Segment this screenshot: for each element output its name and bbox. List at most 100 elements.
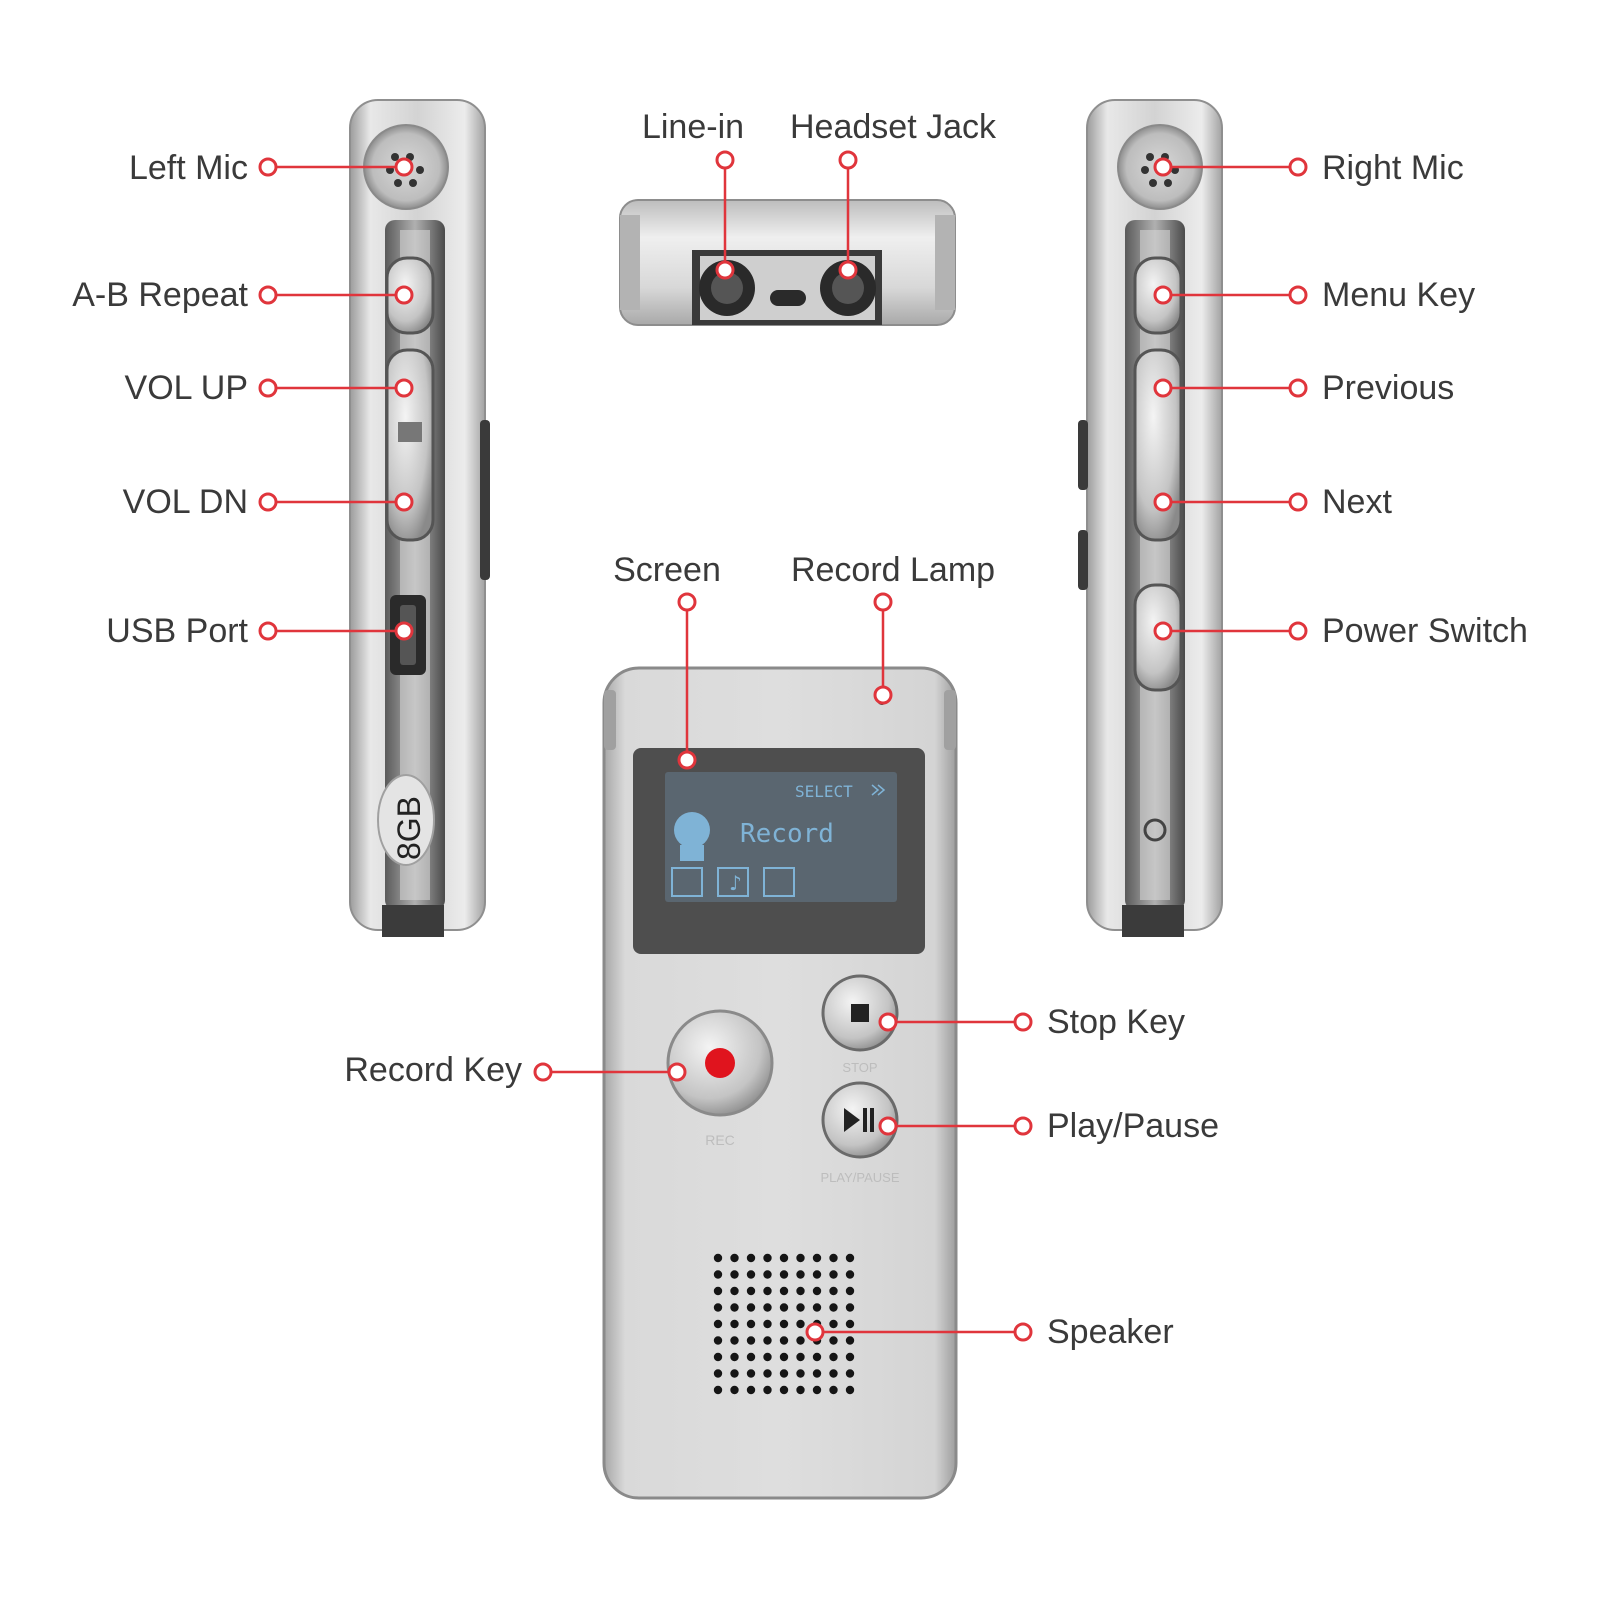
capacity-sticker — [377, 774, 435, 866]
speaker-hole — [812, 1369, 822, 1378]
callout-ring-previous — [1288, 378, 1308, 398]
callout-ring-vol-dn — [258, 492, 278, 512]
speaker-hole — [763, 1270, 772, 1279]
speaker-hole — [845, 1385, 855, 1395]
record-dot-icon — [705, 1048, 735, 1078]
label-record-key: Record Key — [344, 1051, 522, 1089]
callout-target-vol-up — [394, 378, 414, 398]
screen-arrows-icon — [871, 784, 886, 796]
speaker-hole — [796, 1352, 805, 1362]
speaker-hole — [779, 1352, 789, 1362]
screen-select-text: SELECT — [795, 782, 853, 801]
callout-target-headset-jack — [838, 260, 858, 280]
speaker-hole — [730, 1369, 739, 1378]
speaker-hole — [730, 1352, 739, 1362]
speaker-hole — [812, 1270, 822, 1279]
callout-ring-usb-port — [258, 621, 278, 641]
lcd-screen — [665, 772, 897, 902]
label-vol-dn: VOL DN — [122, 483, 248, 521]
callout-ring-speaker — [1013, 1322, 1033, 1342]
volume-rocker[interactable] — [385, 348, 435, 542]
speaker-hole — [779, 1369, 789, 1378]
speaker-hole — [763, 1336, 772, 1345]
callout-ring-play-pause — [1013, 1116, 1033, 1136]
speaker-hole — [746, 1303, 756, 1312]
speaker-hole — [746, 1369, 756, 1378]
label-right-mic: Right Mic — [1322, 149, 1464, 187]
speaker-hole — [796, 1253, 805, 1263]
speaker-hole — [779, 1319, 789, 1329]
callout-target-usb-port — [394, 621, 414, 641]
speaker-hole — [796, 1319, 805, 1329]
top-view — [619, 199, 956, 326]
callout-ring-stop-key — [1013, 1012, 1033, 1032]
screen-person-icon — [674, 812, 710, 861]
music-note-icon: ♪ — [729, 871, 742, 895]
speaker-hole — [796, 1336, 805, 1345]
speaker-hole — [796, 1286, 805, 1296]
stop-print-label: STOP — [842, 1060, 877, 1075]
speaker-hole — [746, 1319, 756, 1329]
callout-target-previous — [1153, 378, 1173, 398]
prev-next-rocker[interactable] — [1133, 348, 1183, 542]
screen-mode-text: Record — [740, 819, 834, 849]
label-speaker: Speaker — [1047, 1313, 1174, 1351]
callout-ring-next — [1288, 492, 1308, 512]
callout-target-speaker — [805, 1322, 825, 1342]
label-left-mic: Left Mic — [128, 149, 248, 187]
label-power-switch: Power Switch — [1322, 612, 1528, 650]
speaker-hole — [812, 1352, 822, 1362]
speaker-hole — [779, 1385, 789, 1395]
callout-ring-vol-up — [258, 378, 278, 398]
callout-ring-menu-key — [1288, 285, 1308, 305]
speaker-hole — [746, 1352, 756, 1362]
speaker-hole — [812, 1253, 822, 1263]
speaker-hole — [730, 1270, 739, 1279]
front-view: SELECT Record ♪ REC STOP PLAY/ — [602, 666, 958, 1500]
label-menu-key: Menu Key — [1322, 276, 1476, 314]
callout-ring-left-mic — [258, 157, 278, 177]
speaker-hole — [763, 1352, 772, 1362]
speaker-hole — [845, 1253, 855, 1263]
callout-ring-record-key — [533, 1062, 553, 1082]
speaker-hole — [713, 1303, 723, 1312]
label-play-pause: Play/Pause — [1047, 1107, 1219, 1145]
speaker-hole — [763, 1369, 772, 1378]
speaker-hole — [730, 1286, 739, 1296]
callout-ring-ab-repeat — [258, 285, 278, 305]
speaker-hole — [829, 1369, 838, 1378]
capacity-text: 8GB — [391, 796, 427, 860]
speaker-hole — [812, 1286, 822, 1296]
speaker-hole — [845, 1336, 855, 1345]
speaker-hole — [779, 1286, 789, 1296]
callout-target-right-mic — [1153, 157, 1173, 177]
label-stop-key: Stop Key — [1047, 1003, 1185, 1041]
speaker-hole — [829, 1319, 838, 1329]
speaker-hole — [763, 1319, 772, 1329]
stop-icon — [851, 1004, 869, 1022]
callout-ring-record-lamp — [873, 592, 893, 612]
speaker-hole — [730, 1385, 739, 1395]
speaker-hole — [796, 1369, 805, 1378]
speaker-hole — [730, 1253, 739, 1263]
speaker-hole — [779, 1253, 789, 1263]
speaker-hole — [812, 1303, 822, 1312]
callout-target-line-in — [715, 260, 735, 280]
speaker-hole — [845, 1369, 855, 1378]
speaker-hole — [713, 1385, 723, 1395]
speaker-hole — [779, 1270, 789, 1279]
speaker-grille — [713, 1253, 855, 1395]
callout-ring-right-mic — [1288, 157, 1308, 177]
speaker-hole — [829, 1352, 838, 1362]
speaker-hole — [829, 1336, 838, 1345]
speaker-hole — [796, 1385, 805, 1395]
callout-ring-screen — [677, 592, 697, 612]
speaker-hole — [730, 1319, 739, 1329]
reset-hole-icon — [1143, 818, 1167, 842]
callout-target-next — [1153, 492, 1173, 512]
speaker-hole — [713, 1286, 723, 1296]
speaker-hole — [713, 1336, 723, 1345]
speaker-hole — [763, 1303, 772, 1312]
speaker-hole — [746, 1286, 756, 1296]
